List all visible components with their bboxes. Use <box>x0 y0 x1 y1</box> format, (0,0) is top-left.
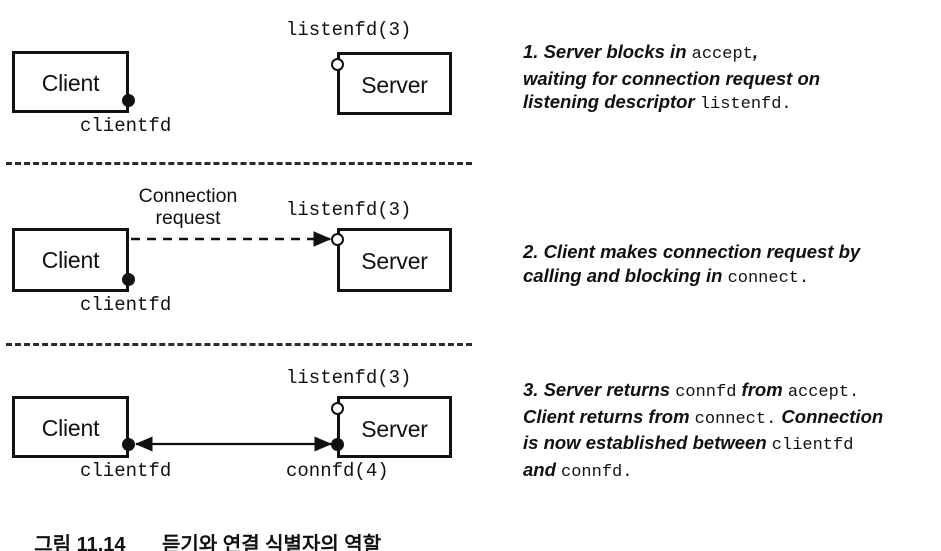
panel-1-step-line-3: listening descriptor listenfd. <box>523 90 923 117</box>
panel-2-connection-request-line-2: request <box>155 207 221 229</box>
panel-3-step-description: 3. Server returns connfd from accept. Cl… <box>523 378 935 484</box>
panel-3-step-line-1-prose-a: 3. Server returns <box>523 379 676 400</box>
panel-1-client-label: Client <box>41 70 100 96</box>
panel-3-step-line-1-prose-b: from <box>736 379 788 400</box>
panel-2-step-line-2-code: connect. <box>727 268 810 288</box>
panel-1-step-line-1-prose: 1. Server blocks in <box>523 41 692 62</box>
panel-separator-1 <box>6 162 472 165</box>
panel-2-client-box: Client <box>12 228 129 292</box>
panel-3-client-label: Client <box>41 415 100 441</box>
panel-2-server-box: Server <box>337 228 452 292</box>
panel-3-step-line-2-prose-b: Connection <box>776 405 884 427</box>
figure-caption-gap <box>126 534 162 551</box>
panel-3-step-line-4: and connfd. <box>523 458 935 485</box>
panel-1-server-label: Server <box>361 72 428 98</box>
panel-1-clientfd-label: clientfd <box>80 115 172 137</box>
figure-caption-number: 그림 11.14 <box>34 534 126 551</box>
panel-2-listenfd-circle <box>331 233 344 246</box>
figure-caption-title: 듣기와 연결 식별자의 역할 <box>162 534 382 551</box>
panel-3-step-line-4-prose: and <box>523 458 562 480</box>
panel-1-step-line-2: waiting for connection request on <box>523 67 821 89</box>
panel-1-listenfd-circle <box>331 58 344 71</box>
panel-1-step-line-1-code: accept <box>691 45 753 64</box>
panel-1-step-line-3-code: listenfd. <box>699 95 792 114</box>
panel-2-step-line-2: calling and blocking in connect. <box>523 264 933 291</box>
panel-2-clientfd-label: clientfd <box>80 294 172 316</box>
panel-3-step-line-2-prose-a: Client returns from <box>523 405 695 427</box>
panel-1-step-line-3-prose: listening descriptor <box>523 91 700 112</box>
panel-3-step-line-1-code-a: connfd <box>675 383 737 402</box>
panel-3-server-box: Server <box>337 396 452 458</box>
panel-3-connfd-label: connfd(4) <box>286 460 389 482</box>
panel-1-server-box: Server <box>337 52 452 115</box>
panel-2-step-line-1: 2. Client makes connection request by <box>523 241 861 262</box>
panel-1-step-description: 1. Server blocks in accept, waiting for … <box>523 40 923 117</box>
panel-3-client-box: Client <box>12 396 129 458</box>
panel-1-clientfd-dot <box>122 94 135 107</box>
panel-1-listenfd-label: listenfd(3) <box>286 19 412 41</box>
panel-3-connfd-dot <box>331 438 344 451</box>
panel-3-step-line-2: Client returns from connect. Connection <box>523 405 935 432</box>
figure-caption: 그림 11.14 듣기와 연결 식별자의 역할 <box>12 505 381 551</box>
panel-2-connection-request-line-1: Connection <box>138 185 238 207</box>
panel-3-step-line-3: is now established between clientfd <box>523 431 935 458</box>
panel-2-step-description: 2. Client makes connection request by ca… <box>523 240 933 290</box>
panel-2-client-label: Client <box>41 247 100 273</box>
panel-2-listenfd-label: listenfd(3) <box>286 199 412 221</box>
panel-2-connection-request-label: Connection request <box>113 185 263 229</box>
panel-separator-2 <box>6 343 472 346</box>
panel-3-listenfd-label: listenfd(3) <box>286 367 412 389</box>
panel-2-server-label: Server <box>361 248 428 274</box>
panel-3-clientfd-dot <box>122 438 135 451</box>
panel-3-step-line-3-prose: is now established between <box>523 432 772 453</box>
panel-3-server-label: Server <box>361 416 428 442</box>
panel-3-listenfd-circle <box>331 402 344 415</box>
panel-3-step-line-1: 3. Server returns connfd from accept. <box>523 378 935 405</box>
panel-2-step-line-2-prose: calling and blocking in <box>523 264 728 286</box>
panel-3-clientfd-label: clientfd <box>80 460 172 482</box>
panel-1-step-line-1-comma: , <box>752 41 759 62</box>
panel-3-step-line-2-code: connect. <box>694 409 777 429</box>
panel-3-step-line-4-code: connfd. <box>561 462 633 482</box>
panel-3-step-line-3-code: clientfd <box>771 436 854 455</box>
panel-3-step-line-1-code-b: accept. <box>787 383 860 402</box>
panel-1-client-box: Client <box>12 51 129 113</box>
panel-2-clientfd-dot <box>122 273 135 286</box>
panel-1-step-line-1: 1. Server blocks in accept, <box>523 40 923 67</box>
